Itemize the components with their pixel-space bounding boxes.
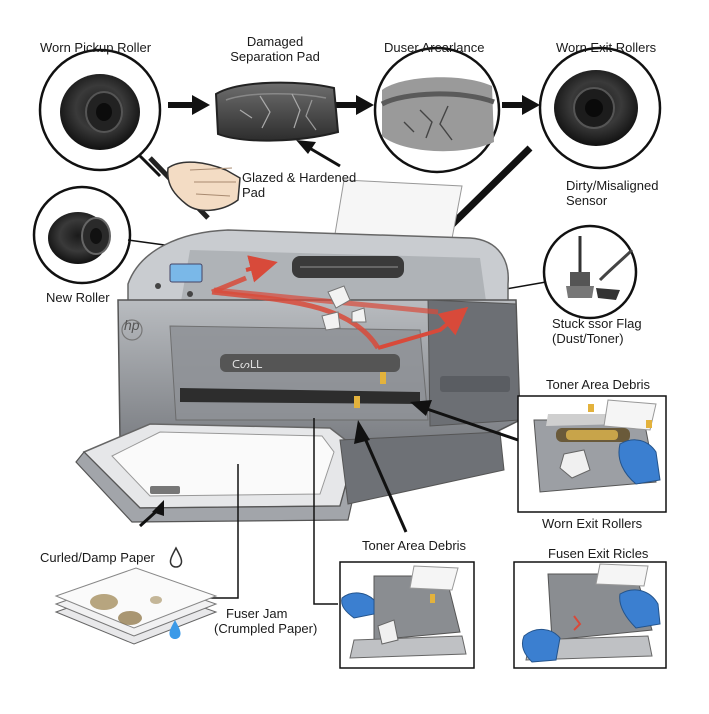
damaged-separation-pad [214,81,340,142]
flow-arrow [336,95,374,115]
label-toner-area-debris-right: Toner Area Debris [546,377,651,392]
label-dirty-sensor: Dirty/Misaligned Sensor [566,178,658,208]
curled-damp-paper-stack [54,567,218,645]
stuck-sensor-callout [419,224,638,320]
duser-arearlance-callout [373,46,501,174]
label-duser-arearlance: Duser Arearlance [384,40,485,55]
worn-pickup-roller-callout [38,48,162,178]
label-dirty-line2: Sensor [566,193,608,208]
label-toner-area-debris-center: Toner Area Debris [362,538,467,553]
paper-tray-pointer [138,500,164,528]
label-fuser-jam-line2: (Crumpled Paper) [214,621,318,636]
label-damaged-pad-line1: Damaged [246,34,304,49]
flow-arrow [168,95,210,115]
label-damaged-pad: Damaged Separation Pad [220,34,330,64]
new-roller-callout [32,185,261,285]
label-glazed-line2: Pad [242,185,266,200]
label-glazed-pad: Glazed & Hardened Pad [242,170,356,200]
label-damaged-pad-line2: Separation Pad [230,49,320,64]
label-fuser-jam: Fuser Jam (Crumpled Paper) [214,606,317,636]
label-glazed-line1: Glazed & Hardened [242,170,357,185]
label-worn-exit-rollers-right: Worn Exit Rollers [542,516,643,531]
printer-main [75,179,521,523]
label-fusen-exit-ricles: Fusen Exit Ricles [548,546,649,561]
label-new-roller: New Roller [46,290,110,305]
flow-arrow [502,95,540,115]
label-fuser-jam-line1: Fuser Jam [226,606,288,621]
glazed-pad-pointer [296,140,341,168]
fusen-exit-inset [513,561,667,669]
toner-debris-center-pointer [354,420,408,533]
label-stuck-line1: Stuck ssor Flag [552,316,642,331]
toner-debris-pointer [410,400,519,442]
printer-panel-text: ᑕᔕᒪᒪ [232,359,263,371]
cleaning-brush-icon [566,236,634,300]
label-stuck-line2: (Dust/Toner) [552,331,624,346]
printer-brand-logo: hp [124,317,140,333]
label-worn-exit-rollers-top: Worn Exit Rollers [556,40,657,55]
label-curled-damp-paper: Curled/Damp Paper [40,550,155,565]
toner-area-debris-inset [517,395,667,513]
fuser-jam-leader [206,418,338,605]
label-worn-pickup-roller: Worn Pickup Roller [40,40,152,55]
label-stuck-sensor: Stuck ssor Flag (Dust/Toner) [552,316,642,346]
water-drop-icon [169,546,183,568]
magnifying-glass-icon [148,156,241,220]
worn-exit-rollers-callout [538,46,662,170]
label-dirty-line1: Dirty/Misaligned [566,178,659,193]
toner-debris-inset-bottom [339,561,475,669]
